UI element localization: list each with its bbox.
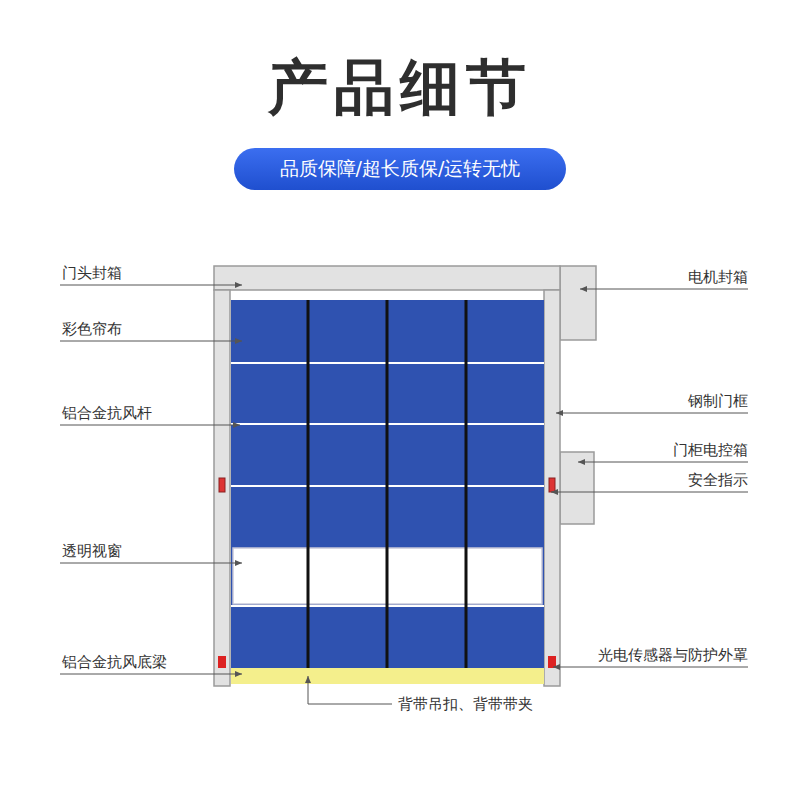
callout-label: 透明视窗 — [62, 542, 122, 560]
callout-label: 门头封箱 — [62, 264, 122, 282]
callout-label: 背带吊扣、背带带夹 — [398, 695, 533, 713]
title: 产品细节 — [268, 48, 532, 129]
callout-label: 安全指示 — [688, 471, 748, 489]
banner-text: 品质保障/超长质保/运转无忧 — [280, 156, 521, 182]
banner-pill: 品质保障/超长质保/运转无忧 — [234, 148, 566, 190]
callout-label: 彩色帘布 — [62, 320, 122, 338]
callout-label: 电机封箱 — [688, 268, 748, 286]
callout-label: 铝合金抗风杆 — [62, 404, 152, 422]
callout-label: 光电传感器与防护外罩 — [598, 646, 748, 664]
callout-label: 门柜电控箱 — [673, 441, 748, 459]
callout-label: 钢制门框 — [688, 392, 748, 410]
callout-label: 铝合金抗风底梁 — [62, 653, 167, 671]
